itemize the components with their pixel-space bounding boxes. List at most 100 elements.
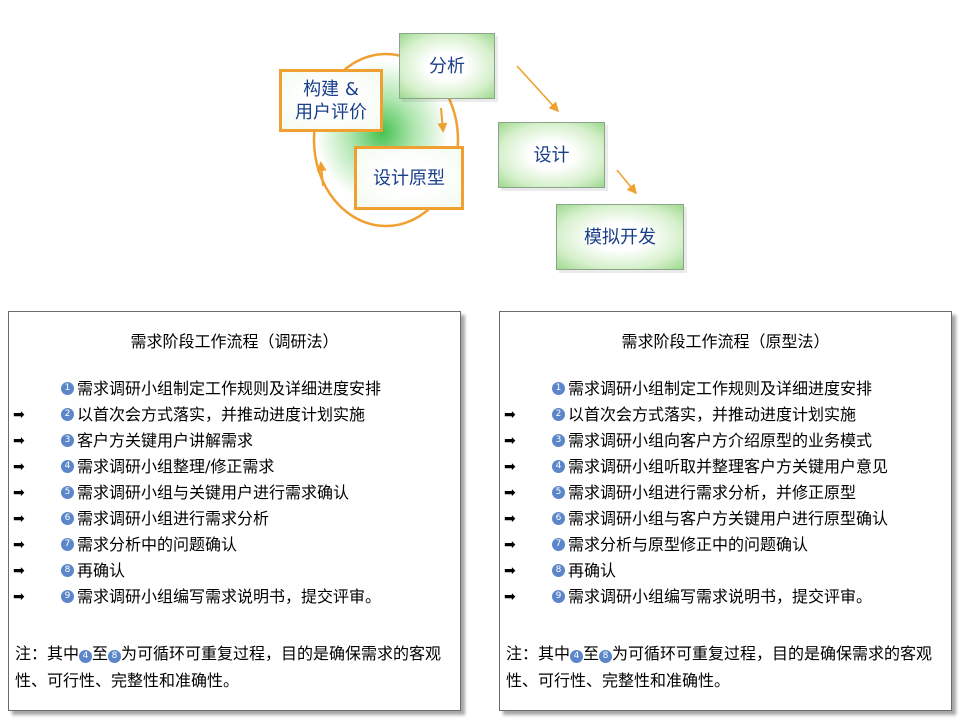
note-to-number: 8 xyxy=(108,650,122,663)
step-number-badge: 3 xyxy=(552,434,565,447)
step-number-badge: 8 xyxy=(61,564,74,577)
diagram-connectors xyxy=(312,52,637,228)
step-number-badge: 8 xyxy=(552,564,565,577)
step-text: 需求调研小组与关键用户进行需求确认 xyxy=(77,483,350,502)
bullet-arrow-icon: ➡ xyxy=(504,433,516,449)
bullet-arrow-icon: ➡ xyxy=(504,537,516,553)
step-text: 客户方关键用户讲解需求 xyxy=(77,431,254,450)
step-number-badge: 9 xyxy=(552,590,565,603)
step-text: 需求分析中的问题确认 xyxy=(77,535,238,554)
bullet-arrow-icon: ➡ xyxy=(504,563,516,579)
step-text: 再确认 xyxy=(568,561,617,580)
step-number-badge: 5 xyxy=(61,486,74,499)
step-text: 需求分析与原型修正中的问题确认 xyxy=(568,535,809,554)
note-suffix: 为可循环可重复过程，目的是确保需求的客观性、可行性、完整性和准确性。 xyxy=(506,644,933,690)
bullet-arrow-icon: ➡ xyxy=(13,563,25,579)
box-design: 设计 xyxy=(498,122,605,188)
step-number-badge: 6 xyxy=(61,512,74,525)
step-text: 需求调研小组进行需求分析，并修正原型 xyxy=(568,483,857,502)
step-text: 以首次会方式落实，并推动进度计划实施 xyxy=(77,405,366,424)
arrow-design-to-simulate xyxy=(616,169,637,195)
note-prefix: 注：其中 xyxy=(506,644,571,663)
box-build-evaluate: 构建 & 用户评价 xyxy=(279,69,383,132)
bullet-arrow-icon: ➡ xyxy=(13,485,25,501)
bullet-arrow-icon: ➡ xyxy=(504,485,516,501)
step-number-badge: 4 xyxy=(61,460,74,473)
box-design-prototype: 设计原型 xyxy=(354,146,464,210)
bullet-arrow-icon: ➡ xyxy=(504,511,516,527)
bullet-arrow-icon: ➡ xyxy=(504,589,516,605)
step-text: 需求调研小组编写需求说明书，提交评审。 xyxy=(568,587,873,606)
step-text: 需求调研小组制定工作规则及详细进度安排 xyxy=(568,379,873,398)
step-number-badge: 3 xyxy=(61,434,74,447)
loop-arrow-up xyxy=(316,161,327,187)
note-from-number: 4 xyxy=(570,650,584,663)
step-number-badge: 2 xyxy=(61,408,74,421)
bullet-arrow-icon: ➡ xyxy=(13,433,25,449)
step-number-badge: 4 xyxy=(552,460,565,473)
panel-title: 需求阶段工作流程（原型法） xyxy=(621,332,830,351)
step-number-badge: 7 xyxy=(61,538,74,551)
bullet-arrow-icon: ➡ xyxy=(13,511,25,527)
step-number-badge: 6 xyxy=(552,512,565,525)
iteration-loop xyxy=(312,52,460,228)
bullet-arrow-icon: ➡ xyxy=(13,589,25,605)
note-from-number: 4 xyxy=(79,650,93,663)
step-number-badge: 1 xyxy=(61,382,74,395)
process-diagram: 构建 & 用户评价 分析 设计原型 设计 模拟开发 xyxy=(255,0,710,292)
step-text: 再确认 xyxy=(77,561,126,580)
step-text: 需求调研小组向客户方介绍原型的业务模式 xyxy=(568,431,873,450)
bullet-arrow-icon: ➡ xyxy=(504,459,516,475)
step-text: 需求调研小组听取并整理客户方关键用户意见 xyxy=(568,457,889,476)
box-analysis: 分析 xyxy=(399,33,495,99)
note-mid: 至 xyxy=(92,644,109,663)
bullet-arrow-icon: ➡ xyxy=(504,407,516,423)
note-to-number: 8 xyxy=(599,650,613,663)
step-number-badge: 5 xyxy=(552,486,565,499)
step-text: 需求调研小组编写需求说明书，提交评审。 xyxy=(77,587,382,606)
arrow-analysis-to-design xyxy=(516,65,560,113)
step-text: 以首次会方式落实，并推动进度计划实施 xyxy=(568,405,857,424)
box-simulate-dev: 模拟开发 xyxy=(556,204,684,270)
step-text: 需求调研小组制定工作规则及详细进度安排 xyxy=(77,379,382,398)
step-text: 需求调研小组与客户方关键用户进行原型确认 xyxy=(568,509,889,528)
bullet-arrow-icon: ➡ xyxy=(13,537,25,553)
panel-title: 需求阶段工作流程（调研法） xyxy=(130,332,339,351)
step-number-badge: 7 xyxy=(552,538,565,551)
step-number-badge: 1 xyxy=(552,382,565,395)
step-number-badge: 2 xyxy=(552,408,565,421)
loop-arrow-down xyxy=(437,107,448,133)
note-suffix: 为可循环可重复过程，目的是确保需求的客观性、可行性、完整性和准确性。 xyxy=(15,644,442,690)
step-number-badge: 9 xyxy=(61,590,74,603)
note-mid: 至 xyxy=(583,644,600,663)
step-text: 需求调研小组整理/修正需求 xyxy=(77,457,275,476)
bullet-arrow-icon: ➡ xyxy=(13,459,25,475)
step-text: 需求调研小组进行需求分析 xyxy=(77,509,270,528)
bullet-arrow-icon: ➡ xyxy=(13,407,25,423)
note-prefix: 注：其中 xyxy=(15,644,80,663)
